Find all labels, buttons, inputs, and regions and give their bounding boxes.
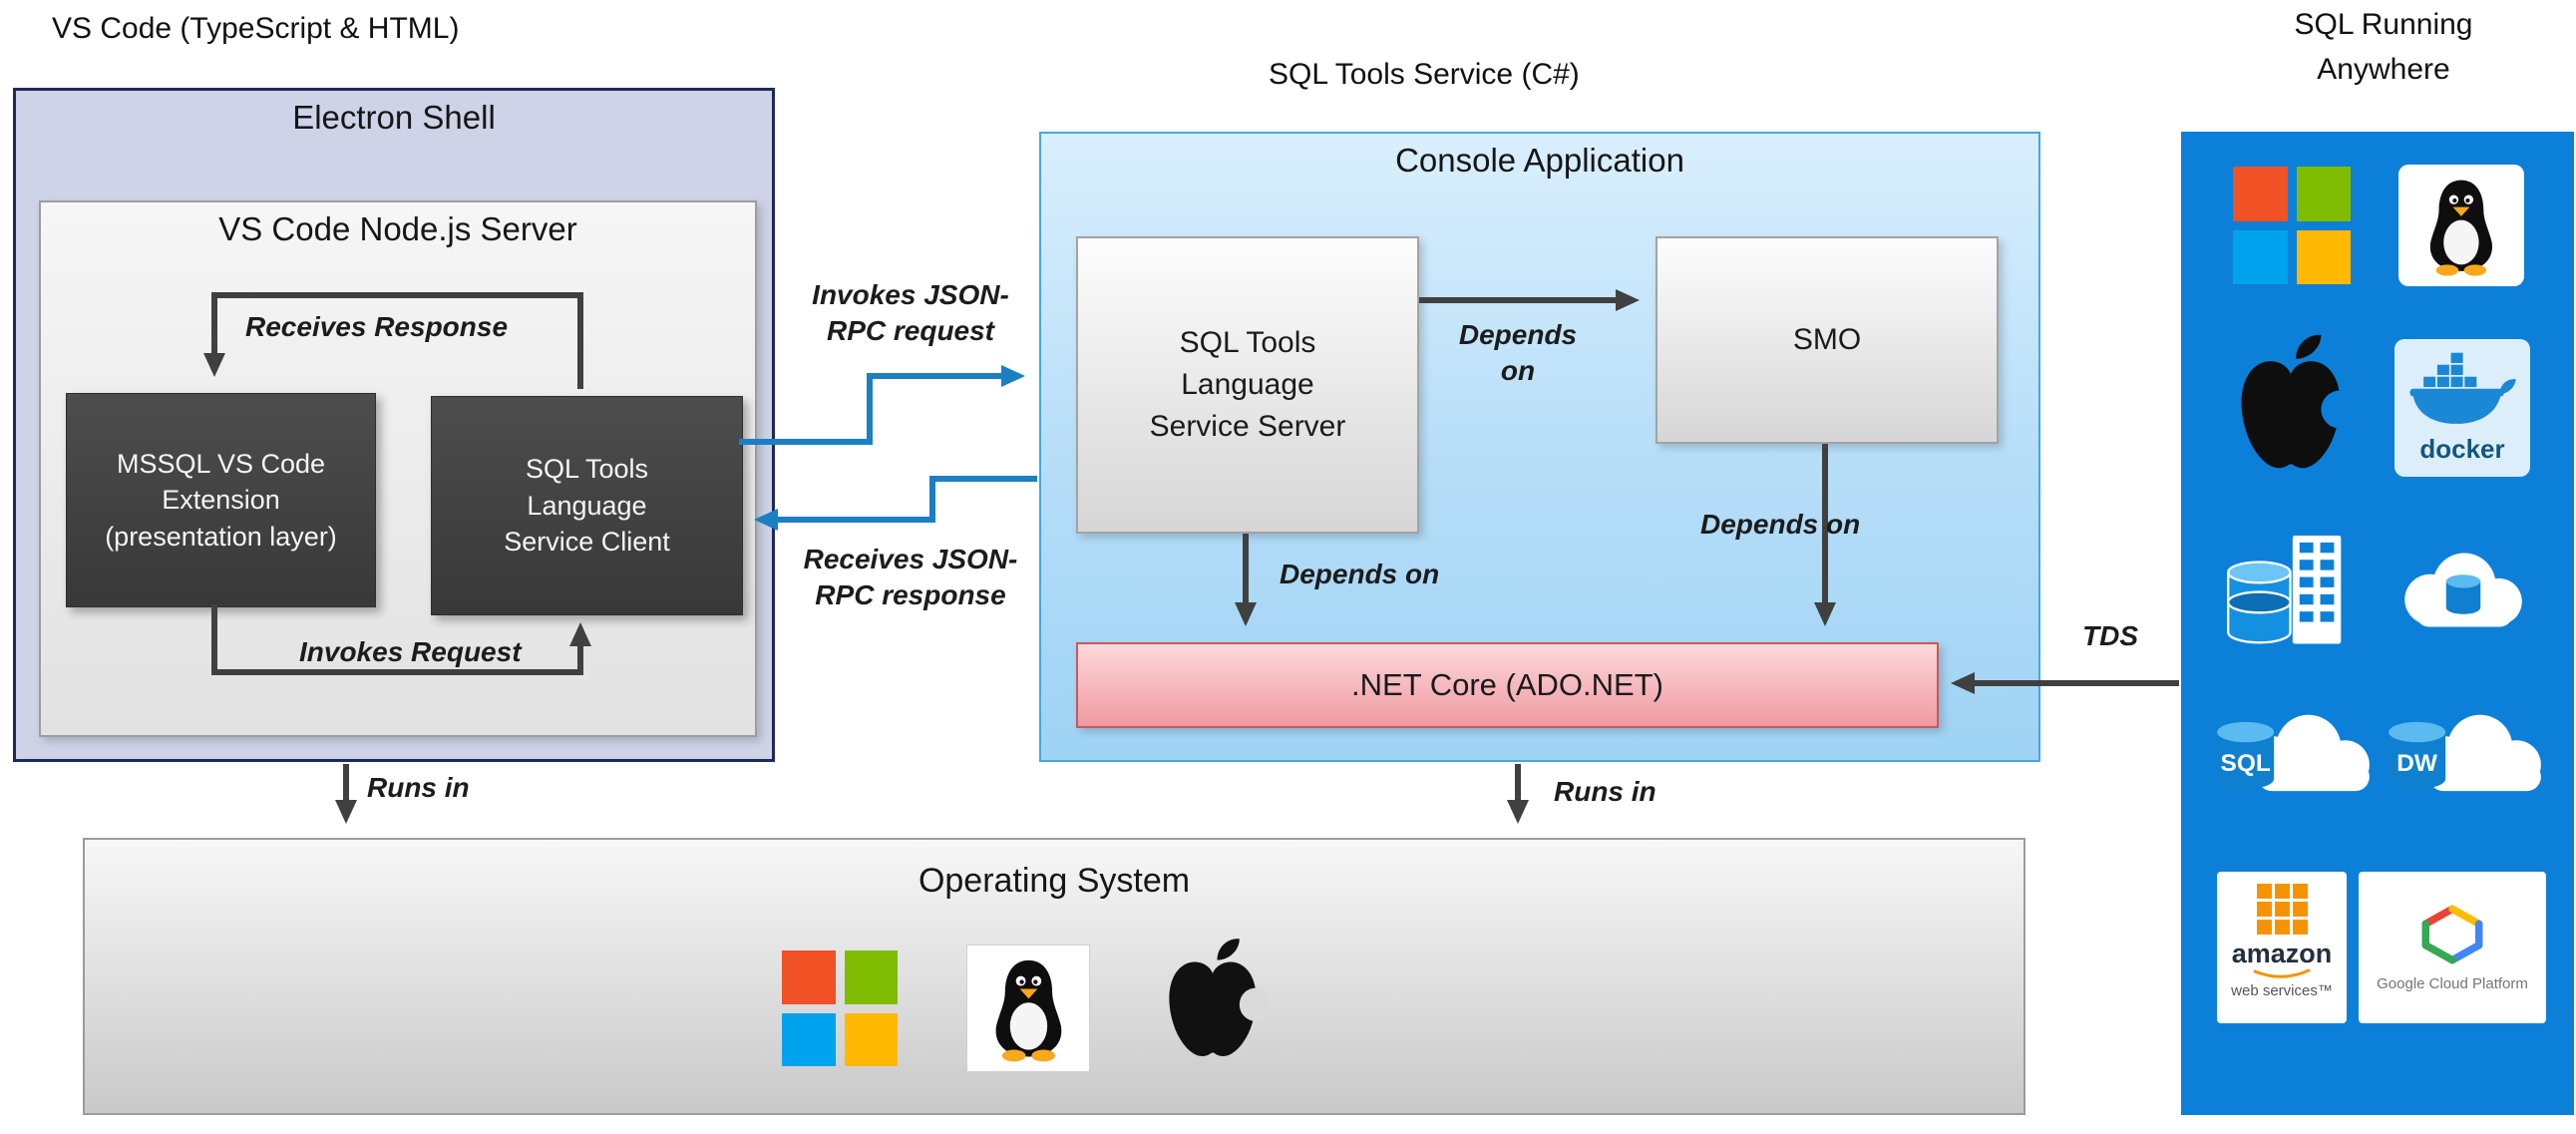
- receives-response-label: Receives Response: [245, 311, 509, 342]
- panel-linux-card: [2398, 165, 2524, 286]
- dw-database-cloud-icon: DW: [2389, 714, 2541, 792]
- aws-smile-icon: [2253, 968, 2311, 978]
- dw-db-label: DW: [2396, 750, 2438, 777]
- os-apple-icon: [1157, 936, 1269, 1069]
- node-server-title: VS Code Node.js Server: [218, 210, 577, 247]
- linux-tux-icon: [995, 959, 1061, 1062]
- aws-name: amazon: [2231, 939, 2333, 968]
- cloud-database-icon: [2404, 553, 2522, 627]
- smo-box: SMO: [1656, 236, 1999, 444]
- docker-icon: docker: [2394, 339, 2530, 477]
- netcore-box: .NET Core (ADO.NET): [1076, 642, 1939, 728]
- aws-cubes-icon: [2256, 884, 2308, 935]
- gcp-label: Google Cloud Platform: [2377, 974, 2528, 992]
- sql-server-stack-icon: [2227, 536, 2342, 644]
- invokes-jsonrpc-label: Invokes JSON- RPC request: [812, 279, 1009, 347]
- apple-logo-icon: [2241, 334, 2359, 469]
- sql-anywhere-panel: docker: [2181, 132, 2574, 1115]
- tds-label: TDS: [2082, 620, 2138, 651]
- sql-database-cloud-icon: SQL: [2217, 714, 2370, 792]
- windows-logo-icon: [782, 950, 898, 1066]
- depends-on-smo-label: Depends on: [1458, 319, 1578, 387]
- cloud-database-icon: [2386, 533, 2537, 650]
- language-service-server-box: SQL Tools Language Service Server: [1076, 236, 1419, 534]
- gcp-logo: Google Cloud Platform: [2359, 872, 2546, 1023]
- sql-server-icon: [2219, 526, 2369, 665]
- sql-anywhere-section-title: SQL Running Anywhere: [2294, 8, 2473, 86]
- console-application-box: Console Application SQL Tools Language S…: [1039, 132, 2040, 762]
- receives-jsonrpc-label: Receives JSON- RPC response: [803, 544, 1018, 611]
- sql-database-cloud-icon: SQL: [2209, 692, 2377, 818]
- sql-tools-client-box: SQL Tools Language Service Client: [431, 396, 743, 615]
- sql-db-label: SQL: [2221, 750, 2271, 777]
- sqltools-section-title: SQL Tools Service (C#): [1269, 58, 1580, 91]
- operating-system-title: Operating System: [918, 862, 1191, 900]
- electron-shell-title: Electron Shell: [292, 99, 496, 136]
- depends-on-net-left-label: Depends on: [1280, 559, 1440, 589]
- panel-windows-icon: [2233, 167, 2351, 284]
- docker-label: docker: [2419, 434, 2505, 465]
- electron-shell-box: Electron Shell VS Code Node.js Server MS…: [13, 88, 775, 762]
- aws-logo: amazon web services™: [2217, 872, 2347, 1023]
- apple-logo-icon: [1169, 939, 1269, 1057]
- vscode-section-title: VS Code (TypeScript & HTML): [52, 12, 460, 45]
- docker-whale-icon: [2409, 352, 2517, 424]
- gcp-hexagon-icon: [2421, 905, 2483, 963]
- invokes-jsonrpc-arrow: [739, 365, 1025, 445]
- aws-subtitle: web services™: [2231, 982, 2333, 999]
- mssql-extension-box: MSSQL VS Code Extension (presentation la…: [66, 393, 376, 607]
- os-linux-card: [966, 945, 1090, 1072]
- console-application-title: Console Application: [1395, 142, 1684, 179]
- invokes-request-label: Invokes Request: [299, 636, 522, 667]
- windows-logo-icon: [2233, 167, 2351, 284]
- linux-tux-icon: [2429, 180, 2493, 276]
- depends-on-net-right-label: Depends on: [1700, 509, 1861, 540]
- os-windows-icon: [782, 950, 898, 1066]
- runs-in-left-label: Runs in: [367, 772, 470, 803]
- node-server-box: VS Code Node.js Server MSSQL VS Code Ext…: [39, 200, 757, 737]
- runs-in-middle-label: Runs in: [1554, 776, 1656, 807]
- panel-apple-icon: [2223, 331, 2359, 483]
- receives-jsonrpc-arrow: [754, 476, 1037, 531]
- dw-database-cloud-icon: DW: [2381, 692, 2548, 818]
- operating-system-box: Operating System: [83, 838, 2025, 1115]
